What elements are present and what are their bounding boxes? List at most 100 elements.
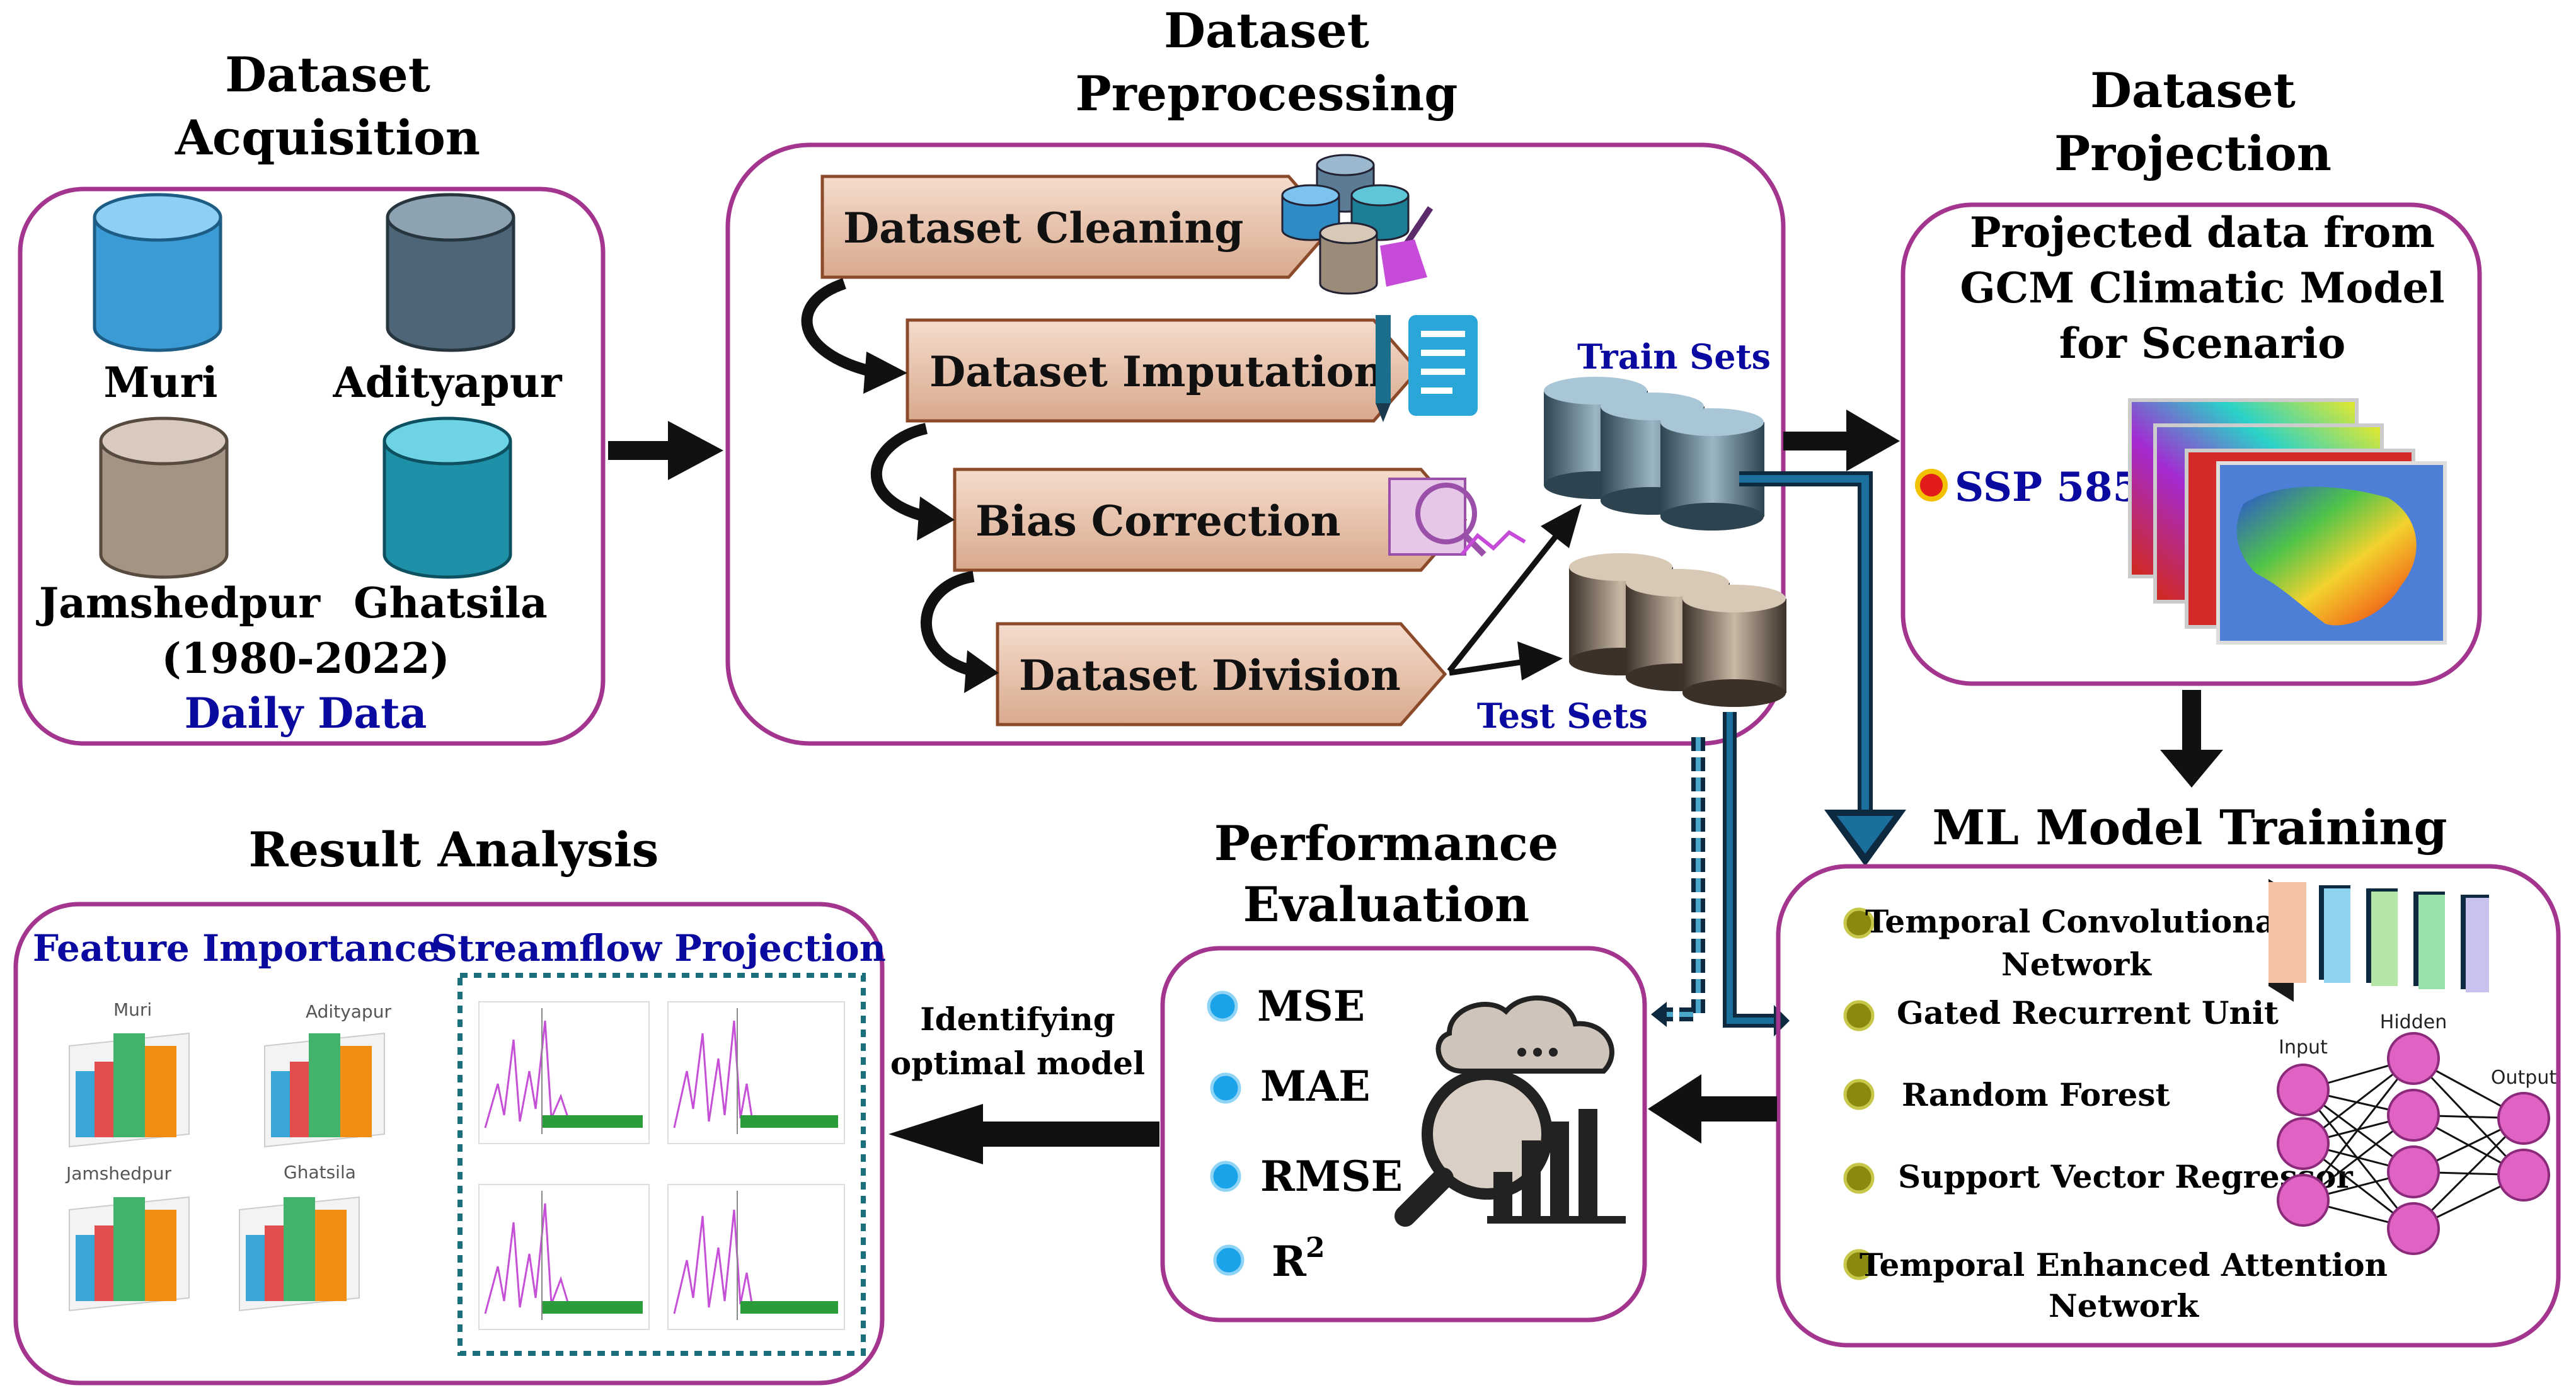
streamflow-plot-3 (478, 1184, 650, 1330)
preprocessing-header-line1: Dataset (1164, 3, 1369, 59)
nn-input-label: Input (2279, 1036, 2328, 1059)
step-division: Dataset Division (996, 622, 1447, 726)
test-disks-icon (1569, 553, 1786, 707)
neural-network-icon: Input Hidden Output (2277, 1011, 2556, 1255)
svg-text:Gated Recurrent Unit: Gated Recurrent Unit (1897, 994, 2279, 1031)
svg-text:Network: Network (2049, 1287, 2199, 1324)
projection-text-line1: Projected data from (1970, 208, 2435, 257)
analysis-magnifier-icon (1394, 995, 1626, 1227)
svg-text:Dataset Division: Dataset Division (1019, 651, 1401, 700)
train-flow-line (1739, 471, 1906, 866)
svg-text:MSE: MSE (1257, 982, 1365, 1031)
streamflow-plot-2 (667, 1001, 845, 1144)
arrow-proj-to-train (2160, 690, 2223, 788)
step-connector-heads (863, 352, 999, 693)
station-adityapur: Adityapur (333, 358, 563, 407)
arrow-train-to-eval (1648, 1074, 1777, 1144)
metric-mae: MAE (1210, 1062, 1371, 1111)
svg-text:Dataset Imputation: Dataset Imputation (929, 347, 1384, 396)
conv-layers-icon (2268, 879, 2489, 1002)
step-connectors (801, 278, 975, 677)
svg-text:Adityapur: Adityapur (306, 1001, 391, 1022)
model-item-1: Gated Recurrent Unit (1843, 994, 2279, 1031)
nn-output-label: Output (2491, 1067, 2556, 1089)
arrow-pre-to-proj (1783, 410, 1900, 471)
result-header: Result Analysis (249, 822, 659, 878)
climate-maps-icon (2128, 398, 2447, 645)
acquisition-header-line1: Dataset (225, 47, 430, 103)
database-brush-icon (1281, 154, 1434, 295)
preprocessing-header-line2: Preprocessing (1076, 66, 1458, 122)
feature-importance-title: Feature Importance (33, 927, 440, 970)
feature-chart-ghatsila: Ghatsila (239, 1162, 360, 1312)
training-header: ML Model Training (1932, 800, 2447, 856)
svg-text:Jamshedpur: Jamshedpur (65, 1163, 172, 1184)
evaluation-header-line2: Evaluation (1243, 876, 1530, 932)
svg-text:2: 2 (1306, 1232, 1325, 1264)
metric-rmse: RMSE (1210, 1152, 1403, 1201)
identify-line2: optimal model (890, 1045, 1145, 1082)
station-ghatsila: Ghatsila (354, 578, 548, 628)
feature-chart-adityapur: Adityapur (264, 1001, 391, 1148)
station-muri: Muri (104, 358, 218, 407)
projection-box (1900, 202, 2482, 686)
svg-text:Temporal Enhanced Attention: Temporal Enhanced Attention (1860, 1246, 2388, 1283)
chart-magnifier-icon (1388, 478, 1526, 557)
svg-text:MAE: MAE (1260, 1062, 1371, 1111)
svg-text:Dataset Cleaning: Dataset Cleaning (843, 204, 1243, 253)
identify-line1: Identifying (920, 1001, 1115, 1038)
test-sets-label: Test Sets (1477, 696, 1648, 736)
projection-text-line3: for Scenario (2059, 319, 2346, 368)
train-sets-label: Train Sets (1577, 336, 1771, 377)
result-box (13, 902, 885, 1386)
acquisition-header-line2: Acquisition (175, 110, 480, 166)
acquisition-data-type: Daily Data (185, 689, 427, 738)
division-split-arrows (1447, 504, 1582, 680)
projection-header-line2: Projection (2054, 125, 2332, 181)
arrow-eval-to-result (888, 1104, 1159, 1164)
svg-text:RMSE: RMSE (1260, 1152, 1403, 1201)
acquisition-period: (1980-2022) (161, 634, 449, 683)
acquisition-box (18, 186, 606, 746)
svg-text:Temporal Convolutional: Temporal Convolutional (1865, 903, 2287, 940)
feature-chart-muri: Muri (69, 999, 190, 1148)
training-box (1776, 864, 2561, 1348)
svg-text:Muri: Muri (113, 999, 152, 1020)
scenario-dot-icon (1915, 469, 1948, 502)
arrow-acq-to-pre (608, 421, 723, 480)
cylinder-muri-icon (93, 193, 222, 352)
streamflow-plot-1 (478, 1001, 650, 1144)
model-item-4: Temporal Enhanced Attention Network (1843, 1246, 2388, 1324)
cylinder-adityapur-icon (386, 193, 515, 352)
model-item-2: Random Forest (1843, 1076, 2170, 1113)
evaluation-header-line1: Performance (1214, 815, 1558, 871)
feature-chart-jamshedpur: Jamshedpur (65, 1163, 190, 1312)
svg-text:R: R (1272, 1237, 1307, 1286)
streamflow-projection-title: Streamflow Projection (431, 927, 886, 970)
svg-text:Support Vector Regressor: Support Vector Regressor (1898, 1158, 2353, 1195)
svg-text:Network: Network (2001, 946, 2152, 983)
metric-mse: MSE (1207, 982, 1365, 1031)
model-item-3: Support Vector Regressor (1843, 1158, 2353, 1195)
svg-text:Bias Correction: Bias Correction (975, 496, 1341, 546)
metric-r2: R 2 (1213, 1232, 1325, 1286)
nn-hidden-label: Hidden (2380, 1011, 2447, 1033)
projection-header-line1: Dataset (2090, 62, 2296, 118)
model-item-0: Temporal Convolutional Network (1843, 903, 2287, 983)
scenario-label: SSP 585 (1955, 464, 2141, 511)
station-jamshedpur: Jamshedpur (36, 578, 321, 628)
svg-text:Ghatsila: Ghatsila (284, 1162, 356, 1183)
streamflow-panel (457, 973, 866, 1356)
train-disks-icon (1544, 377, 1764, 531)
cylinder-jamshedpur-icon (99, 416, 229, 579)
step-cleaning: Dataset Cleaning (820, 175, 1335, 279)
evaluation-box (1160, 946, 1647, 1323)
document-pencil-icon (1376, 315, 1478, 422)
test-flow-lines (1651, 712, 1790, 1036)
streamflow-plot-4 (667, 1184, 845, 1330)
cylinder-ghatsila-icon (382, 416, 512, 579)
step-imputation: Dataset Imputation (906, 318, 1420, 423)
svg-text:Random Forest: Random Forest (1902, 1076, 2170, 1113)
